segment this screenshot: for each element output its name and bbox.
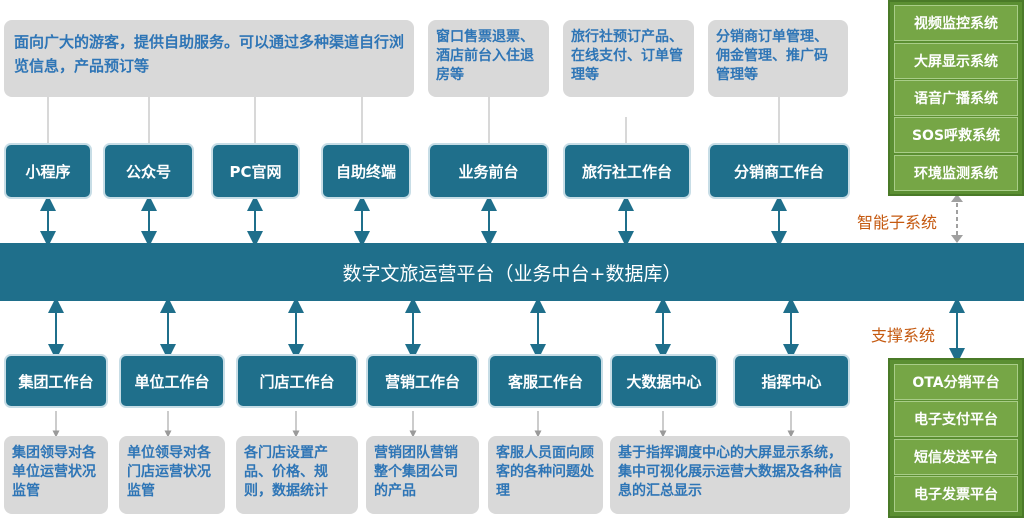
node-travel-agency-workbench[interactable]: 旅行社工作台 xyxy=(563,143,691,199)
top-double-arrows xyxy=(40,195,787,247)
node-unit-workbench[interactable]: 单位工作台 xyxy=(119,354,225,408)
desc-business-front: 窗口售票退票、酒店前台入住退房等 xyxy=(428,20,549,97)
desc-group-workbench: 集团领导对各单位运营状况监管 xyxy=(4,436,108,514)
top-desc-connectors xyxy=(47,97,780,143)
desc-marketing-workbench: 营销团队营销整个集团公司的产品 xyxy=(366,436,479,514)
node-customer-service-workbench[interactable]: 客服工作台 xyxy=(488,354,603,408)
node-big-data-center[interactable]: 大数据中心 xyxy=(610,354,718,408)
node-official-account[interactable]: 公众号 xyxy=(103,143,194,199)
node-command-center[interactable]: 指挥中心 xyxy=(733,354,850,408)
node-business-front[interactable]: 业务前台 xyxy=(428,143,549,199)
platform-sms[interactable]: 短信发送平台 xyxy=(894,438,1018,475)
platform-ota-distribution[interactable]: OTA分销平台 xyxy=(894,363,1018,400)
desc-travel-agency: 旅行社预订产品、在线支付、订单管理等 xyxy=(563,20,694,97)
platform-e-invoice[interactable]: 电子发票平台 xyxy=(894,476,1018,513)
node-self-service-terminal[interactable]: 自助终端 xyxy=(321,143,411,199)
bottom-desc-connectors xyxy=(52,411,795,438)
bottom-double-arrows xyxy=(48,297,965,364)
node-marketing-workbench[interactable]: 营销工作台 xyxy=(366,354,479,408)
support-system-panel: OTA分销平台 电子支付平台 短信发送平台 电子发票平台 xyxy=(888,358,1024,518)
desc-unit-workbench: 单位领导对各门店运营状况监管 xyxy=(119,436,225,514)
node-mini-program[interactable]: 小程序 xyxy=(4,143,92,199)
system-voice-broadcast[interactable]: 语音广播系统 xyxy=(894,79,1018,116)
node-store-workbench[interactable]: 门店工作台 xyxy=(236,354,358,408)
node-group-workbench[interactable]: 集团工作台 xyxy=(4,354,108,408)
desc-customer-service: 客服人员面向顾客的各种问题处理 xyxy=(488,436,603,514)
node-distributor-workbench[interactable]: 分销商工作台 xyxy=(708,143,850,199)
system-sos-call[interactable]: SOS呼救系统 xyxy=(894,117,1018,154)
smart-subsystem-panel: 视频监控系统 大屏显示系统 语音广播系统 SOS呼救系统 环境监测系统 xyxy=(888,0,1024,196)
digital-platform-bar: 数字文旅运营平台（业务中台+数据库） xyxy=(0,243,1024,301)
desc-self-service: 面向广大的游客，提供自助服务。可以通过多种渠道自行浏览信息，产品预订等 xyxy=(4,20,414,97)
desc-distributor: 分销商订单管理、佣金管理、推广码管理等 xyxy=(708,20,848,97)
system-environment-monitoring[interactable]: 环境监测系统 xyxy=(894,154,1018,191)
desc-command-center: 基于指挥调度中心的大屏显示系统，集中可视化展示运营大数据及各种信息的汇总显示 xyxy=(610,436,850,514)
desc-store-workbench: 各门店设置产品、价格、规则，数据统计 xyxy=(236,436,358,514)
smart-subsystem-label: 智能子系统 xyxy=(857,213,938,232)
platform-e-payment[interactable]: 电子支付平台 xyxy=(894,401,1018,438)
system-video-monitoring[interactable]: 视频监控系统 xyxy=(894,5,1018,42)
node-pc-website[interactable]: PC官网 xyxy=(211,143,300,199)
support-system-label: 支撑系统 xyxy=(871,326,936,345)
system-large-screen[interactable]: 大屏显示系统 xyxy=(894,42,1018,79)
